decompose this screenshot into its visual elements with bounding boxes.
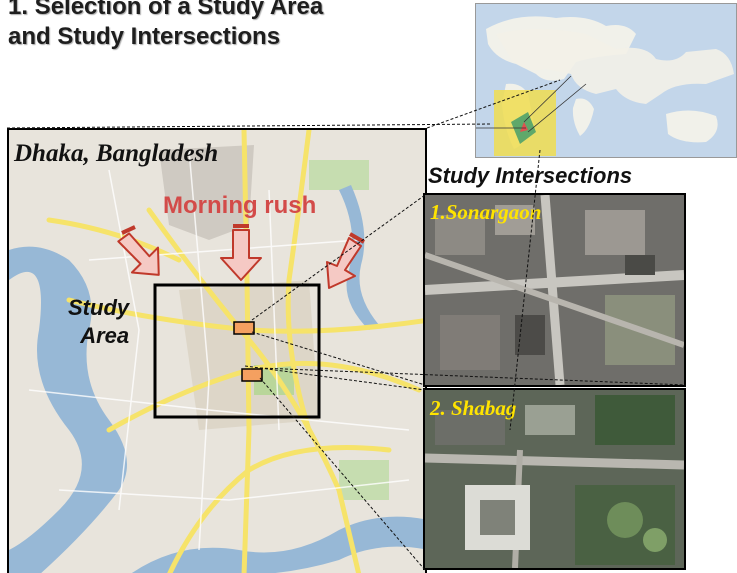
slide-title: 1. Selection of a Study Area and Study I… xyxy=(8,0,323,52)
shabag-marker xyxy=(241,368,263,382)
morning-rush-label: Morning rush xyxy=(163,192,317,219)
world-inset-map xyxy=(475,3,737,158)
study-area-label: Study Area xyxy=(68,294,129,350)
rush-arrow-north xyxy=(220,229,262,281)
slide-title-line-1: 1. Selection of a Study Area xyxy=(8,0,324,20)
shabag-satellite-image xyxy=(423,388,686,570)
study-area-label-line-1: Study xyxy=(68,295,130,320)
rush-arrow-west xyxy=(117,232,160,276)
intersection-label-shabag: 2. Shabag xyxy=(430,396,517,420)
world-map-graphic xyxy=(476,4,736,157)
slide-title-line-2: and Study Intersections xyxy=(8,23,281,50)
city-label: Dhaka, Bangladesh xyxy=(14,140,219,167)
shabag-aerial-graphic xyxy=(425,390,684,568)
intersection-label-sonargaon: 1.Sonargaon xyxy=(430,200,542,224)
sonargaon-aerial-graphic xyxy=(425,195,684,385)
sonargaon-marker xyxy=(233,321,255,335)
study-intersections-heading: Study Intersections xyxy=(428,163,633,188)
study-area-label-line-2: Area xyxy=(80,323,130,348)
sonargaon-satellite-image xyxy=(423,193,686,387)
